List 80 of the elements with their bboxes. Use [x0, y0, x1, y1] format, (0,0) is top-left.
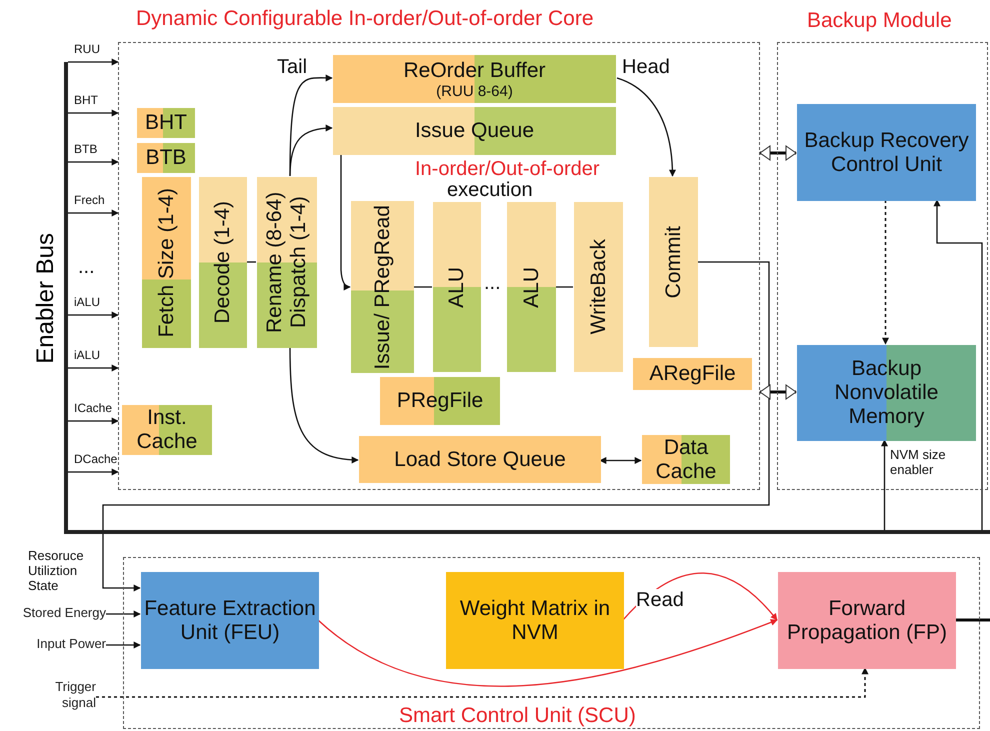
box-label: Load Store Queue	[394, 448, 566, 472]
process-box	[642, 435, 730, 484]
box-label: Forward Propagation (FP)	[786, 596, 948, 644]
pipeline-stage	[199, 177, 247, 348]
box-label: Feature Extraction Unit (FEU)	[143, 596, 317, 644]
box-label: Backup Nonvolatile Memory	[834, 357, 940, 429]
box-label: Inst. Cache	[136, 406, 198, 454]
annotation: ...	[78, 256, 95, 279]
arrow	[68, 158, 119, 166]
box-label: Backup Recovery Control Unit	[803, 128, 970, 176]
process-box	[141, 572, 319, 669]
pipeline-stage	[574, 202, 623, 372]
box-label: ALU	[445, 266, 469, 308]
process-box	[633, 358, 752, 390]
arrow	[881, 439, 888, 530]
process-box	[380, 377, 500, 425]
arrow	[68, 364, 119, 372]
process-box	[333, 55, 616, 103]
input-label: Input Power	[18, 636, 106, 654]
input-label: Stored Energy	[4, 605, 106, 623]
box-label: ReOrder Buffer	[403, 58, 546, 82]
process-box	[122, 405, 212, 455]
box-label: Issue Queue	[414, 119, 534, 143]
annotation: In-order/Out-of-order	[415, 158, 600, 181]
arrow	[68, 58, 119, 66]
pipeline-stage	[649, 177, 698, 347]
arrow	[68, 110, 119, 116]
box-label: Fetch Size (1-4)	[154, 188, 178, 338]
arrow	[68, 210, 119, 216]
process-box	[137, 143, 195, 173]
arrow	[106, 610, 141, 618]
box-label: ARegFile	[649, 362, 736, 386]
box-label: Commit	[662, 226, 686, 298]
pipeline-stage	[351, 201, 414, 373]
annotation: ...	[484, 272, 501, 295]
arrow	[289, 124, 333, 176]
arrow	[760, 384, 796, 400]
arrow	[318, 618, 778, 687]
pipeline-stage	[257, 177, 317, 348]
box-label: Rename (8-64) Dispatch (1-4)	[263, 190, 311, 336]
box-label: ALU	[520, 266, 544, 308]
pipeline-stage	[142, 177, 191, 348]
box-label: BTB	[146, 146, 186, 170]
process-box	[333, 107, 616, 155]
arrow	[102, 261, 770, 592]
pipeline-stage	[507, 202, 556, 372]
process-box	[359, 436, 601, 483]
process-box	[446, 572, 624, 669]
box-label: WriteBack	[586, 239, 610, 335]
arrow	[289, 347, 359, 464]
process-box	[778, 572, 956, 669]
box-label: (RUU 8-64)	[436, 82, 513, 100]
box-label: BHT	[145, 111, 187, 135]
arrow	[882, 200, 889, 345]
arrow	[616, 77, 676, 177]
group-title: Smart Control Unit (SCU)	[399, 704, 636, 728]
bus-label: Enabler Bus	[32, 232, 60, 364]
box-label: Issue/ PRegRead	[370, 204, 394, 370]
control-unit-frame	[123, 557, 980, 729]
arrow	[106, 642, 141, 648]
box-label: Data Cache	[654, 436, 718, 484]
group-title: Dynamic Configurable In-order/Out-of-order Core	[136, 7, 594, 31]
pipeline-stage	[433, 202, 481, 372]
process-box	[797, 104, 976, 201]
arrow	[68, 418, 119, 424]
arrow	[599, 457, 642, 464]
arrow	[96, 667, 868, 698]
arrow	[934, 199, 983, 530]
arrow	[68, 312, 119, 318]
arrow	[760, 146, 796, 160]
process-box	[797, 345, 976, 441]
process-box	[137, 108, 195, 138]
arrow	[340, 154, 351, 290]
arrow	[68, 468, 119, 476]
box-label: PRegFile	[396, 389, 484, 413]
box-label: Weight Matrix in NVM	[458, 596, 612, 644]
box-label: Decode (1-4)	[211, 201, 235, 324]
input-label: Trigger signal	[40, 679, 96, 713]
annotation: execution	[447, 179, 533, 202]
group-title: Backup Module	[807, 9, 952, 33]
